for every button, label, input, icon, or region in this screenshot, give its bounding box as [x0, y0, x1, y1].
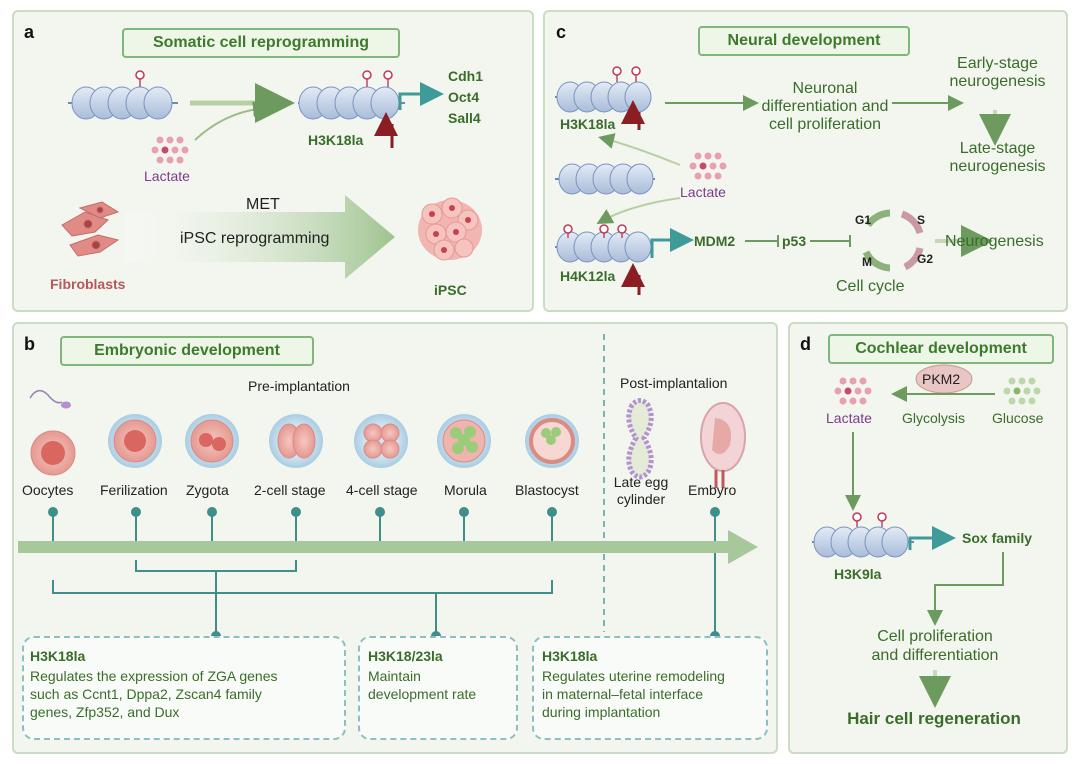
lactate-label-d: Lactate — [826, 410, 872, 426]
panel-d-title: Cochlear development — [828, 334, 1054, 364]
post-implantation-label: Post-implantalion — [620, 375, 728, 391]
glycolysis-label: Glycolysis — [902, 410, 966, 426]
late-stage-line-2: neurogenesis — [949, 158, 1046, 175]
hair-cell-regeneration-label: Hair cell regeneration — [847, 709, 1021, 728]
fibroblasts-icon — [61, 201, 120, 257]
info-box-rate-mark: H3K18/23la — [368, 648, 443, 664]
nucleosome-array-h3k18la — [555, 66, 652, 113]
proliferation-line-2: and differentiation — [871, 647, 999, 664]
p53-label: p53 — [782, 233, 807, 249]
stage-label-zygota: Zygota — [186, 482, 229, 498]
lactate-dots-c — [689, 152, 727, 180]
sox-family-label: Sox family — [962, 530, 1033, 546]
pre-implantation-label: Pre-implantation — [248, 378, 350, 394]
early-stage-line-2: neurogenesis — [949, 73, 1046, 90]
fibroblasts-label: Fibroblasts — [50, 276, 126, 292]
info-box-rate-line-1: Maintain — [368, 668, 421, 684]
mark-h3k18la-a: H3K18la — [308, 132, 364, 148]
stage-label-4cell: 4-cell stage — [346, 482, 418, 498]
panel-b-title: Embryonic development — [60, 336, 314, 366]
mark-h3k18la-c: H3K18la — [560, 116, 616, 132]
nucleosome-array-h4k12la — [555, 224, 694, 263]
proliferation-line-1: Cell proliferation — [877, 628, 993, 645]
stage-cell-blastocyst — [525, 414, 579, 468]
phase-s: S — [917, 213, 926, 227]
neuronal-line-3: cell proliferation — [768, 116, 882, 133]
info-box-uterine-mark: H3K18la — [542, 648, 598, 664]
info-box-uterine-line-1: Regulates uterine remodeling — [542, 668, 725, 684]
glucose-dots — [1003, 377, 1041, 405]
stage-cell-4cell — [354, 414, 408, 468]
stage-late-egg-cylinder — [626, 398, 654, 480]
panel-c-letter: c — [556, 22, 567, 42]
stage-label-late-egg-cylinder: Late egg cylinder — [613, 474, 669, 507]
stage-cell-fertilization — [108, 414, 162, 468]
sperm-icon — [29, 389, 71, 409]
info-box-uterine-line-3: during implantation — [542, 704, 661, 720]
info-box-zga-mark: H3K18la — [30, 648, 86, 664]
phase-m: M — [862, 255, 872, 269]
mark-h3k9la: H3K9la — [834, 566, 882, 582]
panel-d-letter: d — [800, 334, 811, 354]
early-stage-line-1: Early-stage — [957, 55, 1038, 72]
neuronal-line-2: differentiation and — [761, 98, 889, 115]
neurogenesis-label: Neurogenesis — [945, 233, 1044, 250]
nucleosome-array-unmodified — [68, 70, 178, 120]
info-box-zga-line-1: Regulates the expression of ZGA genes — [30, 668, 278, 684]
gene-cdh1: Cdh1 — [448, 68, 483, 84]
met-label: MET — [246, 196, 280, 213]
stage-cell-2cell — [269, 414, 323, 468]
gene-sall4: Sall4 — [448, 110, 481, 126]
stage-label-oocytes: Oocytes — [22, 482, 74, 498]
late-stage-line-1: Late-stage — [959, 140, 1036, 157]
neuronal-line-1: Neuronal — [792, 80, 858, 97]
info-box-uterine-line-2: in maternal–fetal interface — [542, 686, 704, 702]
phase-g2: G2 — [917, 252, 934, 266]
cell-cycle-label: Cell cycle — [836, 278, 905, 295]
stage-embryo — [700, 402, 746, 488]
glucose-label: Glucose — [992, 410, 1044, 426]
mark-h4k12la: H4K12la — [560, 268, 616, 284]
info-box-zga-line-2: such as Ccnt1, Dppa2, Zscan4 family — [30, 686, 262, 702]
info-box-rate: H3K18/23la Maintain development rate — [358, 636, 518, 740]
panel-c — [543, 10, 1068, 312]
mdm2-label: MDM2 — [694, 233, 736, 249]
panel-b-letter: b — [24, 334, 35, 354]
stage-label-embryo: Embyro — [688, 482, 737, 498]
nucleosome-array-h3k9la — [812, 512, 956, 558]
pkm2-label: PKM2 — [922, 371, 961, 387]
info-box-zga-line-3: genes, Zfp352, and Dux — [30, 704, 180, 720]
stage-label-morula: Morula — [444, 482, 487, 498]
ipsc-colony-icon — [418, 197, 482, 261]
lactate-dots-d — [834, 377, 872, 405]
gene-oct4: Oct4 — [448, 89, 480, 105]
ipsc-reprogramming-label: iPSC reprogramming — [180, 230, 330, 247]
nucleosome-array-middle — [555, 163, 655, 195]
cell-cycle-icon — [862, 209, 924, 272]
reprogramming-arrow — [125, 195, 395, 279]
info-box-uterine: H3K18la Regulates uterine remodeling in … — [532, 636, 768, 740]
ipsc-label: iPSC — [434, 282, 467, 298]
stage-label-2cell: 2-cell stage — [254, 482, 326, 498]
nucleosome-array-lactylated — [298, 70, 444, 120]
stage-cell-oocyte — [30, 430, 76, 476]
info-box-zga: H3K18la Regulates the expression of ZGA … — [22, 636, 346, 740]
stage-cell-zygote — [185, 414, 239, 468]
panel-c-title: Neural development — [698, 26, 910, 56]
stage-label-fertilization: Ferilization — [100, 482, 168, 498]
lactate-dots-a — [151, 136, 189, 164]
panel-a-letter: a — [24, 22, 35, 42]
stage-label-blastocyst: Blastocyst — [515, 482, 579, 498]
timeline-arrow — [18, 530, 758, 564]
phase-g1: G1 — [855, 213, 872, 227]
stage-cell-morula — [437, 414, 491, 468]
lactate-label-a: Lactate — [144, 168, 190, 184]
lactate-label-c: Lactate — [680, 184, 726, 200]
info-box-rate-line-2: development rate — [368, 686, 477, 702]
panel-a-title: Somatic cell reprogramming — [122, 28, 400, 58]
timeline-pins — [48, 507, 720, 641]
stage-brackets — [52, 560, 553, 641]
